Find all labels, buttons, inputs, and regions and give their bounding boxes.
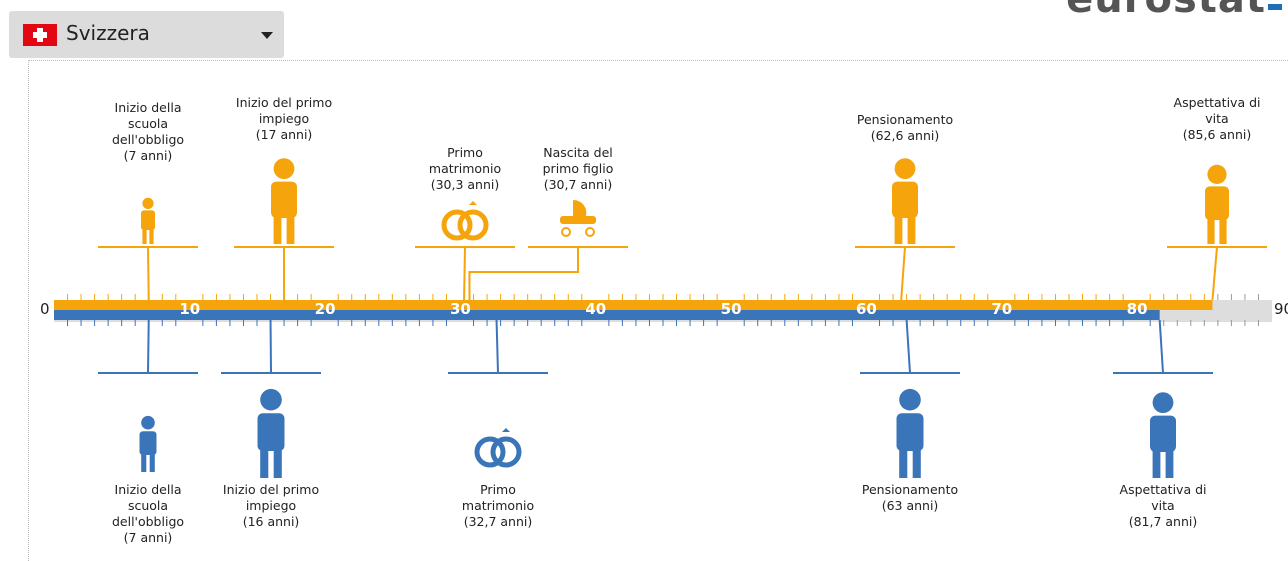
axis-tick-label: 0 <box>40 300 50 318</box>
event-label-line: Inizio della <box>114 100 182 115</box>
axis-tick-label: 40 <box>585 300 607 318</box>
event-connector <box>1158 319 1164 374</box>
logo-text: eurostat <box>1066 0 1266 22</box>
event-label-line: Nascita del <box>543 145 613 160</box>
chevron-down-icon <box>261 32 273 39</box>
male-lifespan-bar <box>54 310 1160 320</box>
eurostat-logo: eurostat <box>1066 0 1282 22</box>
event-connector <box>468 247 579 300</box>
event-label-line: impiego <box>245 498 297 513</box>
event-connector <box>1211 246 1218 301</box>
event-label-line: (16 anni) <box>242 514 300 529</box>
event-label-line: (62,6 anni) <box>870 128 940 143</box>
event-label-line: (85,6 anni) <box>1182 127 1252 142</box>
event-label-line: scuola <box>127 498 169 513</box>
axis-tick-label: 80 <box>1126 300 1148 318</box>
country-select-label: Svizzera <box>66 21 150 45</box>
event-label-f-retire: Pensionamento(62,6 anni) <box>845 112 965 144</box>
retired-woman-icon <box>892 158 918 244</box>
frame-divider-top <box>28 60 1288 61</box>
event-connector <box>147 319 150 374</box>
event-label-line: (7 anni) <box>123 530 173 545</box>
event-connector <box>900 246 906 301</box>
event-label-line: Aspettativa di <box>1119 482 1207 497</box>
event-label-line: Inizio del primo <box>235 95 333 110</box>
event-label-line: Aspettativa di <box>1173 95 1261 110</box>
flag-ch-icon <box>23 24 57 46</box>
rings-icon <box>441 201 489 241</box>
axis-tick-label: 30 <box>450 300 471 318</box>
event-label-line: (7 anni) <box>123 148 173 163</box>
country-select[interactable]: Svizzera <box>9 11 284 58</box>
event-label-line: matrimonio <box>428 161 502 176</box>
event-label-line: vita <box>1205 111 1229 126</box>
event-label-line: matrimonio <box>461 498 535 513</box>
event-label-line: (63 anni) <box>881 498 939 513</box>
event-label-line: Primo <box>480 482 516 497</box>
retired-man-icon <box>896 388 924 478</box>
event-label-line: (81,7 anni) <box>1128 514 1198 529</box>
boy-icon <box>139 415 157 472</box>
event-label-line: dell'obbligo <box>111 514 185 529</box>
old-man-icon <box>1150 392 1176 478</box>
event-connector <box>463 246 466 301</box>
event-connector <box>905 319 911 374</box>
event-connector <box>495 319 499 374</box>
axis-tick-label: 10 <box>179 300 201 318</box>
girl-icon <box>141 197 155 244</box>
axis-tick-label: 20 <box>314 300 336 318</box>
man-worker-icon <box>257 388 285 478</box>
woman-worker-icon <box>271 158 297 244</box>
logo-bar <box>1268 4 1282 10</box>
event-label-line: (17 anni) <box>255 127 313 142</box>
event-connector <box>147 246 150 301</box>
event-label-line: impiego <box>258 111 310 126</box>
event-label-line: (32,7 anni) <box>463 514 533 529</box>
axis-tick-label: 60 <box>856 300 877 318</box>
event-label-line: Inizio della <box>114 482 182 497</box>
event-label-line: scuola <box>127 116 169 131</box>
event-label-line: Inizio del primo <box>222 482 320 497</box>
event-label-line: Primo <box>447 145 483 160</box>
event-label-line: vita <box>1151 498 1175 513</box>
event-label-line: Pensionamento <box>856 112 954 127</box>
event-label-line: dell'obbligo <box>111 132 185 147</box>
old-woman-icon <box>1205 164 1229 244</box>
female-lifespan-bar <box>54 300 1213 310</box>
stroller-icon <box>560 199 596 237</box>
event-label-m-retire: Pensionamento(63 anni) <box>850 482 970 514</box>
frame-divider <box>28 60 29 561</box>
event-label-line: Pensionamento <box>861 482 959 497</box>
event-label-line: primo figlio <box>542 161 614 176</box>
rings-icon <box>474 428 522 468</box>
event-label-line: (30,7 anni) <box>543 177 613 192</box>
axis-tick-label: 50 <box>720 300 742 318</box>
axis-tick-label: 90 <box>1274 300 1288 318</box>
event-label-line: (30,3 anni) <box>430 177 500 192</box>
axis-tick-label: 70 <box>991 300 1013 318</box>
